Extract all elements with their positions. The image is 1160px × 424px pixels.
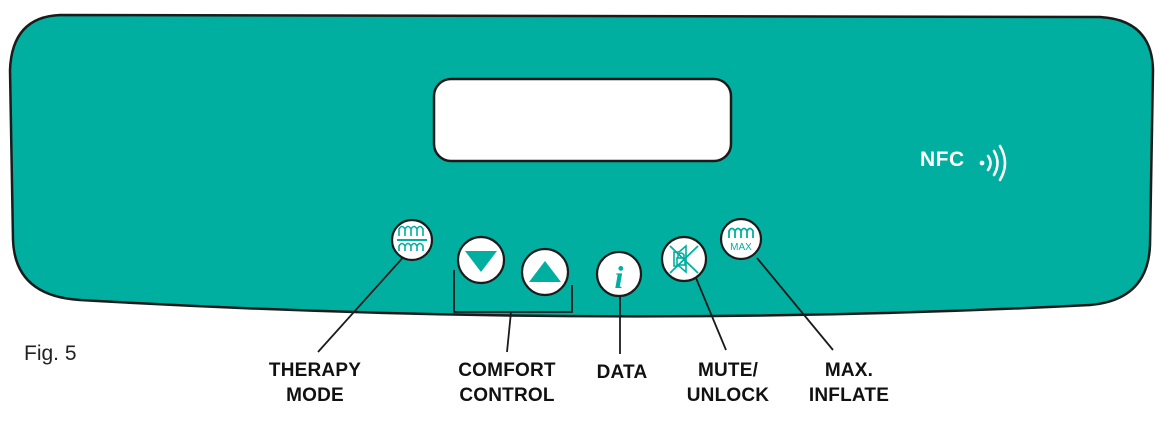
therapy-mode-button[interactable] [390, 218, 434, 262]
comfort-up-button[interactable] [520, 247, 570, 297]
comfort-down-button[interactable] [456, 235, 506, 285]
max-inflate-label: MAX. INFLATE [808, 360, 890, 406]
mute-unlock-leader [695, 277, 727, 351]
mute-unlock-label: MUTE/ UNLOCK [686, 360, 770, 406]
info-icon: i [615, 259, 624, 295]
nfc-wave-icon [979, 144, 1007, 182]
max-text: MAX [730, 242, 752, 253]
comfort-control-bracket [453, 270, 573, 313]
therapy-mode-icon [397, 225, 427, 251]
comfort-control-label: COMFORT CONTROL [458, 360, 556, 406]
triangle-down-icon [465, 251, 497, 272]
control-panel [8, 13, 1155, 318]
figure-label: Fig. 5 [24, 342, 77, 365]
max-inflate-leader [756, 257, 834, 351]
leader-lines [317, 252, 834, 354]
data-button[interactable]: i [595, 250, 643, 298]
max-inflate-icon: MAX [728, 227, 754, 253]
triangle-up-icon [529, 261, 561, 282]
max-inflate-button[interactable]: MAX [719, 217, 763, 261]
nfc-label: NFC [920, 148, 965, 171]
therapy-mode-leader [317, 252, 408, 353]
therapy-mode-label: THERAPY MODE [268, 360, 362, 406]
mute-unlock-button[interactable] [660, 235, 708, 283]
mute-unlock-icon [669, 244, 699, 274]
data-label: DATA [596, 362, 648, 383]
comfort-control-leader [506, 311, 512, 353]
lcd-display [432, 77, 733, 163]
